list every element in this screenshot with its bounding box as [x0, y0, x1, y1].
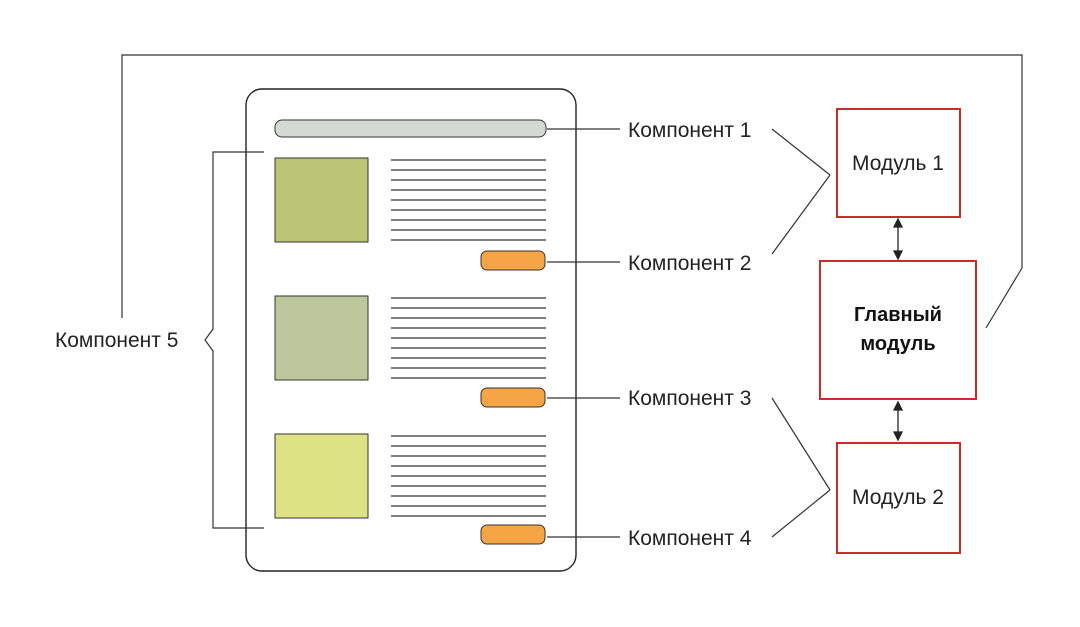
component-2-label: Компонент 2 [628, 252, 751, 275]
image-placeholder-2 [274, 295, 369, 381]
arrow-module-1-main [892, 217, 904, 261]
module-2-box [836, 442, 961, 554]
main-module-label-line-1: Главный [854, 304, 942, 326]
header-bar [274, 119, 547, 138]
module-2-label: Модуль 2 [852, 486, 944, 509]
button-1 [480, 250, 546, 271]
component-1-label: Компонент 1 [628, 119, 751, 142]
component-5-label: Компонент 5 [55, 329, 178, 352]
module-1-box [836, 108, 961, 218]
text-lines-3 [391, 435, 546, 517]
leader-lines [547, 128, 831, 538]
module-1-label: Модуль 1 [852, 152, 944, 175]
component-5-bracket [204, 151, 264, 529]
text-lines-1 [391, 159, 546, 241]
main-module-label-line-2: модуль [860, 333, 935, 355]
text-lines-2 [391, 297, 546, 379]
component-4-label: Компонент 4 [628, 527, 752, 550]
component-3-label: Компонент 3 [628, 387, 751, 410]
image-placeholder-1 [274, 157, 369, 243]
arrow-main-module-2 [892, 400, 904, 442]
image-placeholder-3 [274, 433, 369, 519]
connector-loop [121, 54, 1023, 329]
button-2 [480, 387, 546, 408]
button-3 [480, 524, 546, 545]
main-module-box [819, 260, 977, 400]
